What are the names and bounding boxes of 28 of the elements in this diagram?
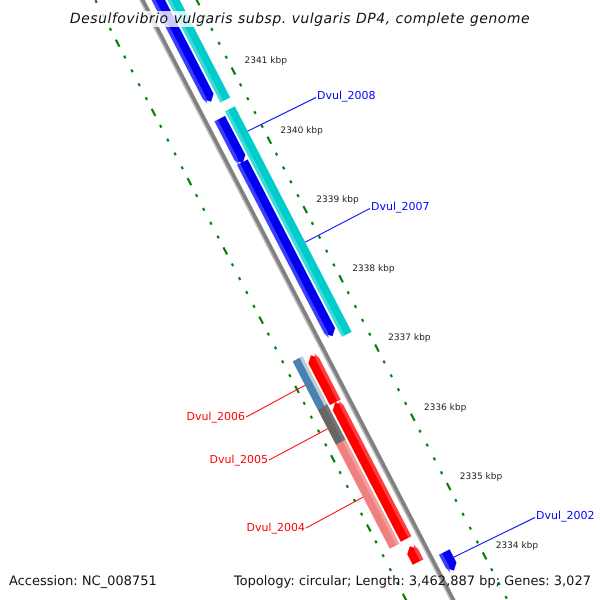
leader-line [453, 517, 536, 558]
scale-label: 2341 kbp [244, 56, 287, 68]
gene-label: Dvul_2006 [186, 410, 245, 423]
leader-line [304, 208, 370, 243]
scale-label: 2335 kbp [460, 472, 502, 483]
scale-label: 2338 kbp [352, 264, 395, 276]
gene-label: Dvul_2008 [317, 89, 376, 102]
leader-line [268, 428, 328, 461]
gene-feature [225, 106, 258, 157]
scale-label: 2334 kbp [496, 541, 538, 552]
scale-label: 2339 kbp [316, 194, 359, 206]
gene-feature [292, 356, 328, 410]
scale-label: 2340 kbp [280, 126, 323, 137]
gene-label: Dvul_2002 [536, 509, 595, 522]
gene-feature [439, 549, 456, 572]
gene-feature [318, 404, 346, 445]
scale-label: 2336 kbp [424, 402, 466, 414]
scale-label: 2337 kbp [388, 333, 430, 344]
leader-line [246, 384, 306, 418]
gene-label: Dvul_2007 [371, 200, 430, 213]
leader-line [247, 97, 316, 132]
accession-text: Accession: NC_008751 [9, 574, 157, 589]
gene-feature [336, 440, 400, 549]
genome-summary-text: Topology: circular; Length: 3,462,887 bp; Genes: 3,027 [234, 574, 591, 589]
gene-label: Dvul_2005 [209, 453, 268, 466]
title: Desulfovibrio vulgaris subsp. vulgaris DP4, complete genome [70, 11, 530, 27]
leader-line [306, 496, 364, 529]
gene-label: Dvul_2004 [246, 521, 305, 534]
